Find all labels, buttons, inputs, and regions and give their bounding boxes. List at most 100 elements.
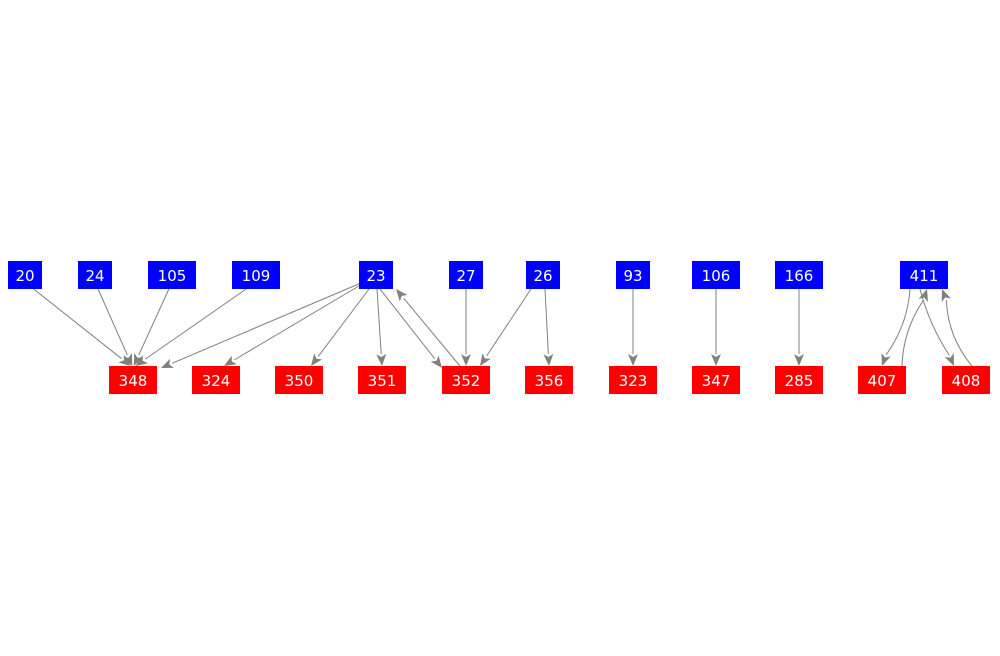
edge-line [945, 300, 973, 367]
node-348[interactable]: 348 [109, 366, 157, 394]
node-box [526, 261, 560, 289]
edge-23-352 [379, 288, 442, 368]
node-24[interactable]: 24 [78, 261, 112, 289]
node-box [775, 366, 823, 394]
arrowhead-icon [944, 353, 954, 366]
node-23[interactable]: 23 [359, 261, 393, 289]
node-box [148, 261, 196, 289]
node-408[interactable]: 408 [942, 366, 990, 394]
edges-layer [33, 282, 973, 368]
arrowhead-icon [711, 354, 721, 366]
arrowhead-icon [122, 353, 133, 366]
node-93[interactable]: 93 [616, 261, 650, 289]
arrowhead-icon [161, 358, 174, 368]
edge-line [138, 288, 170, 356]
edge-line [486, 288, 532, 357]
node-109[interactable]: 109 [232, 261, 280, 289]
edge-26-356 [543, 288, 554, 366]
edge-408-411 [941, 289, 973, 367]
node-352[interactable]: 352 [442, 366, 490, 394]
node-box [359, 261, 393, 289]
node-label: 27 [456, 267, 475, 285]
node-box [525, 366, 573, 394]
node-label: 348 [119, 372, 148, 390]
edge-166-285 [794, 289, 804, 366]
node-26[interactable]: 26 [526, 261, 560, 289]
node-box [442, 366, 490, 394]
arrowhead-icon [461, 354, 471, 366]
edge-106-347 [711, 289, 721, 366]
node-box [616, 261, 650, 289]
arrowhead-icon [941, 289, 952, 302]
arrowhead-icon [794, 354, 804, 366]
edge-line [97, 288, 128, 356]
node-label: 351 [368, 372, 397, 390]
node-label: 93 [623, 267, 642, 285]
node-label: 347 [702, 372, 731, 390]
node-411[interactable]: 411 [900, 261, 948, 289]
node-label: 166 [785, 267, 814, 285]
node-20[interactable]: 20 [8, 261, 42, 289]
node-label: 350 [285, 372, 314, 390]
edge-109-348 [135, 288, 247, 366]
node-166[interactable]: 166 [775, 261, 823, 289]
edge-line [901, 300, 924, 367]
node-356[interactable]: 356 [525, 366, 573, 394]
node-350[interactable]: 350 [275, 366, 323, 394]
arrowhead-icon [881, 353, 891, 366]
arrowhead-icon [918, 289, 929, 302]
node-323[interactable]: 323 [609, 366, 657, 394]
node-label: 109 [242, 267, 271, 285]
node-407[interactable]: 407 [858, 366, 906, 394]
arrowhead-icon [396, 289, 408, 302]
node-324[interactable]: 324 [192, 366, 240, 394]
node-label: 324 [202, 372, 231, 390]
edge-105-348 [133, 288, 170, 366]
arrowhead-icon [430, 355, 442, 368]
edge-23-350 [311, 288, 370, 366]
node-105[interactable]: 105 [148, 261, 196, 289]
node-box [78, 261, 112, 289]
edge-line [317, 288, 370, 357]
node-box [692, 366, 740, 394]
edge-411-408 [919, 288, 954, 366]
node-106[interactable]: 106 [692, 261, 740, 289]
edge-line [33, 288, 122, 359]
node-347[interactable]: 347 [692, 366, 740, 394]
node-label: 323 [619, 372, 648, 390]
node-box [692, 261, 740, 289]
node-box [449, 261, 483, 289]
arrowhead-icon [628, 354, 638, 366]
arrowhead-icon [311, 353, 323, 366]
node-label: 23 [366, 267, 385, 285]
node-351[interactable]: 351 [358, 366, 406, 394]
edge-26-352 [480, 288, 532, 366]
node-label: 106 [702, 267, 731, 285]
edge-line [544, 288, 549, 355]
node-box [858, 366, 906, 394]
node-label: 407 [868, 372, 897, 390]
edge-line [234, 282, 365, 361]
arrowhead-icon [376, 353, 387, 366]
node-285[interactable]: 285 [775, 366, 823, 394]
node-label: 20 [15, 267, 34, 285]
node-box [109, 366, 157, 394]
edge-line [145, 288, 247, 360]
edge-line [376, 288, 382, 355]
arrowhead-icon [224, 355, 237, 366]
edge-27-352 [461, 289, 471, 366]
node-box [8, 261, 42, 289]
edge-23-324 [224, 282, 365, 366]
arrowhead-icon [480, 353, 491, 366]
node-box [942, 366, 990, 394]
edge-line [403, 297, 461, 367]
edge-24-348 [97, 288, 133, 366]
edge-411-407 [881, 288, 911, 366]
nodes-layer: 20 24 105 109 23 27 26 93 106 166 411 348 324 350 351 3… [8, 261, 990, 394]
node-27[interactable]: 27 [449, 261, 483, 289]
edge-line [919, 288, 950, 356]
arrowhead-icon [135, 355, 149, 366]
edge-20-348 [33, 288, 131, 366]
arrowhead-icon [133, 353, 144, 366]
